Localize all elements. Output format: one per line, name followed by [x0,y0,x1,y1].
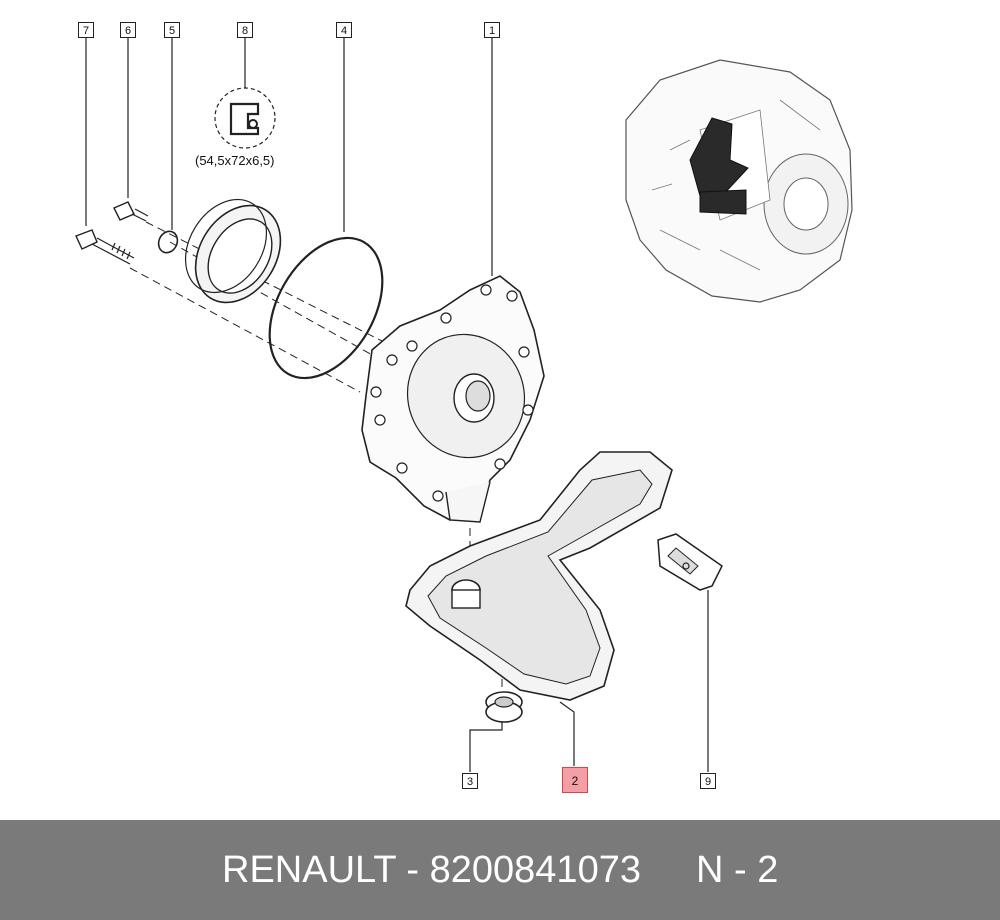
callout-3: 3 [462,773,478,789]
callout-6: 6 [120,22,136,38]
callout-1: 1 [484,22,500,38]
oil-pump [361,275,545,523]
shaft-seal [184,198,282,304]
callout-5: 5 [164,22,180,38]
seal-dimensions: (54,5x72x6,5) [195,153,275,168]
small-o-ring [157,230,179,254]
callout-9: 9 [700,773,716,789]
callout-2-highlighted: 2 [562,767,588,793]
bolt-long [75,229,135,265]
footer-bar: RENAULT - 8200841073 N - 2 [0,820,1000,920]
footer-reference: N - 2 [696,849,779,891]
parts-diagram [75,38,853,772]
callout-8: 8 [237,22,253,38]
bolt-short [113,201,149,222]
gearbox-overview [625,59,853,303]
footer-brand-part-number: RENAULT - 8200841073 [222,849,641,891]
callout-4: 4 [336,22,352,38]
oil-strainer [405,451,673,701]
leader-2 [559,701,575,766]
seal-section-icon [214,87,276,149]
retaining-clip [657,533,723,591]
strainer-seal [485,691,523,723]
large-o-ring [268,236,384,380]
callout-7: 7 [78,22,94,38]
